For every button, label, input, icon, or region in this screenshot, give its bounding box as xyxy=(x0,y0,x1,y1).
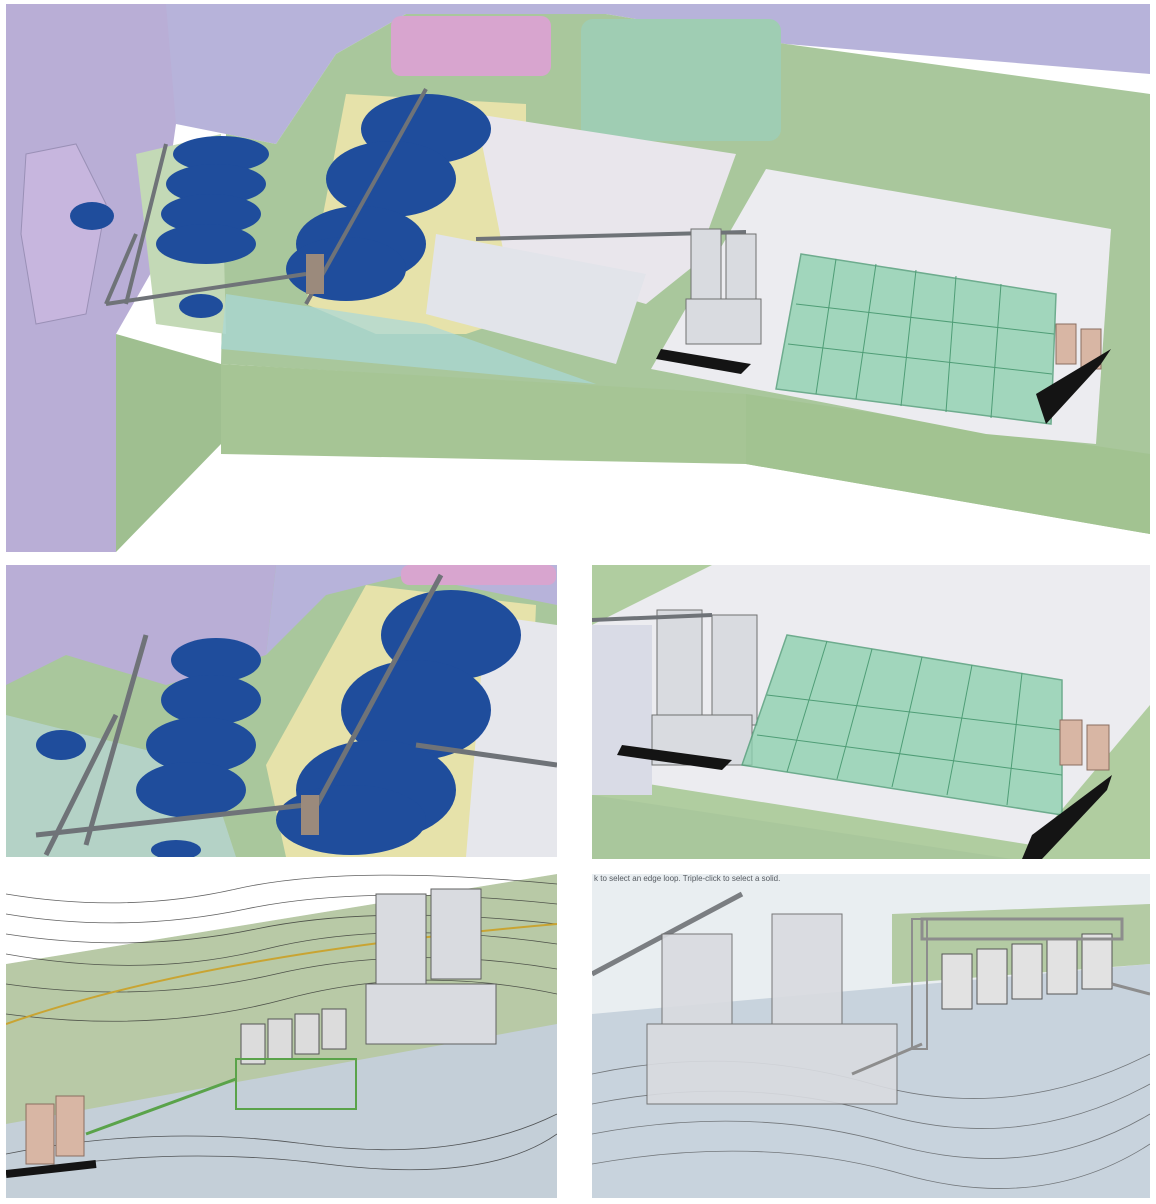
silos-main xyxy=(1055,323,1102,370)
green-pad xyxy=(581,19,781,141)
domes-closeup-render xyxy=(6,565,557,857)
mills-silos-render: k to select an edge loop. Triple-click t… xyxy=(592,874,1150,1198)
domes-closeup-svg xyxy=(6,565,557,857)
mills-silos-svg xyxy=(592,874,1150,1198)
main-site-svg xyxy=(6,4,1150,552)
viewport-hint-text: k to select an edge loop. Triple-click t… xyxy=(594,874,781,883)
hillside-upper xyxy=(136,4,1150,144)
glass-enclosure xyxy=(775,253,1057,425)
mill-cluster xyxy=(685,228,762,345)
pink-pad xyxy=(391,16,551,76)
contour-plant-render xyxy=(6,874,557,1198)
contour-plant-svg xyxy=(6,874,557,1198)
main-site-render xyxy=(6,4,1150,552)
mill-closeup-render xyxy=(592,565,1150,859)
domes-left xyxy=(70,136,269,318)
mill-closeup-svg xyxy=(592,565,1150,859)
